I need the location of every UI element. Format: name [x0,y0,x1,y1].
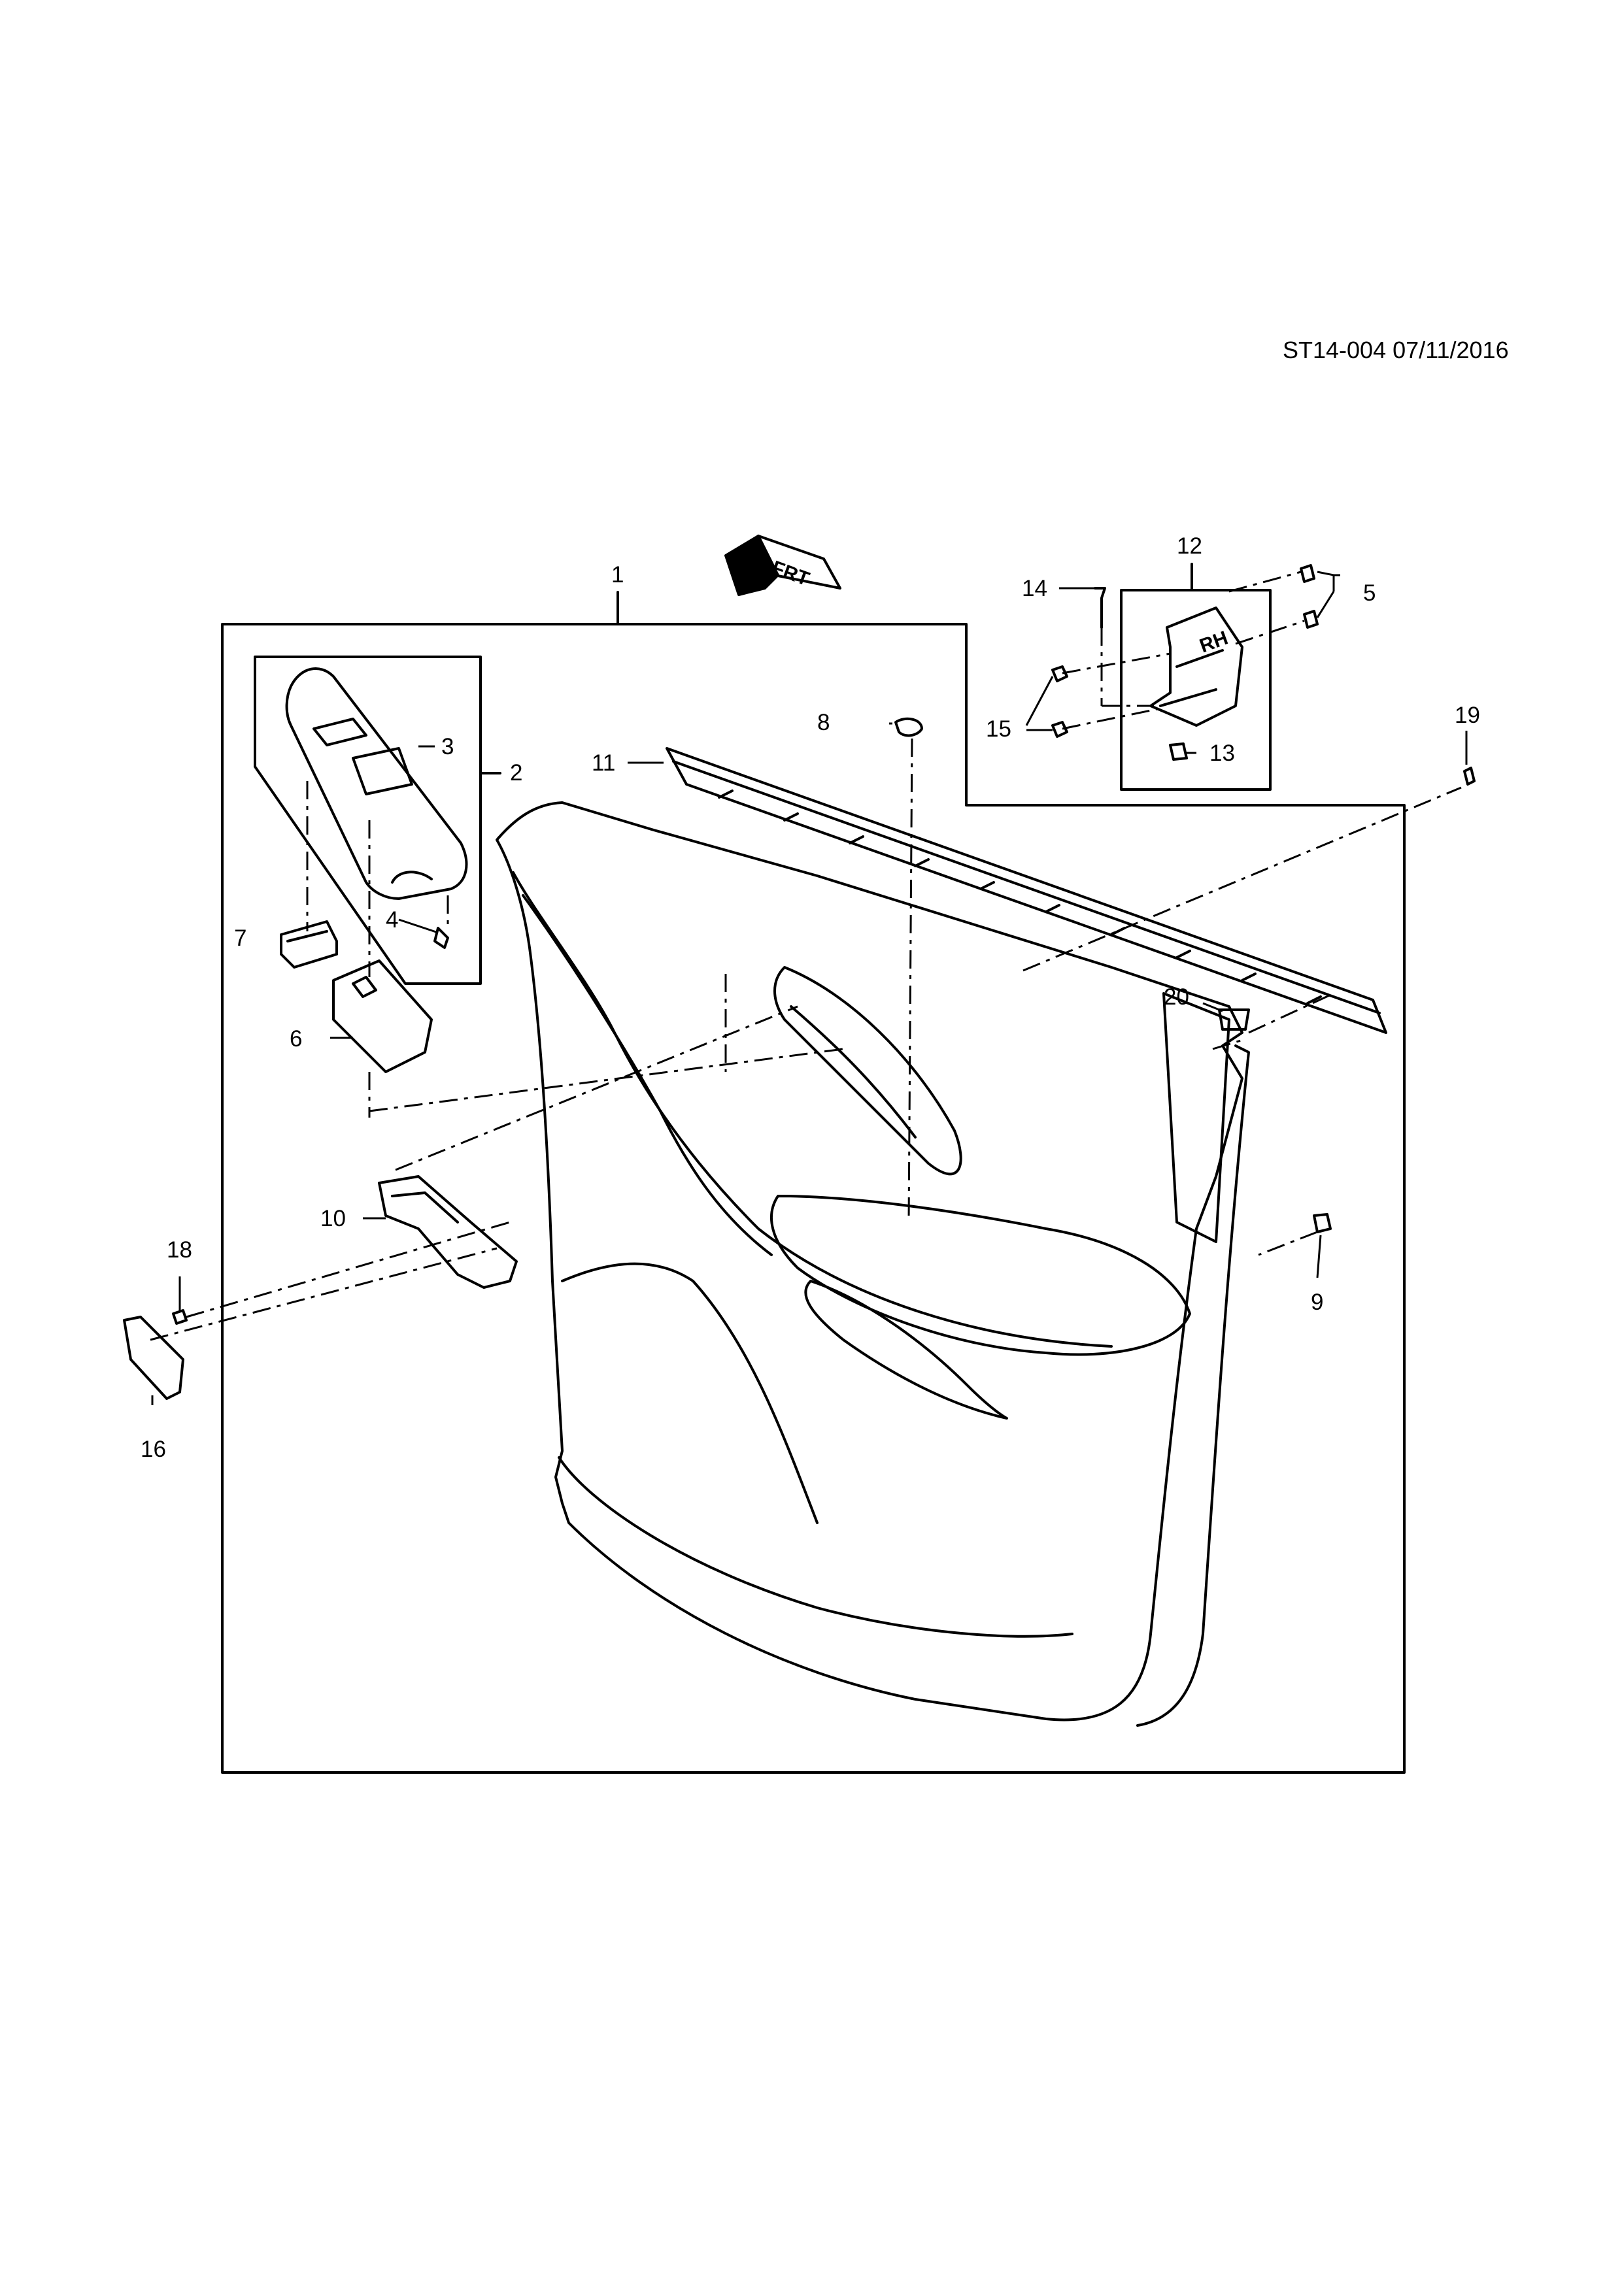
front-arrow-marker [724,535,841,596]
bracket-12 [1149,607,1243,727]
callout-10: 10 [320,1206,346,1231]
nut-15b [1051,721,1068,738]
upper-molding-11 [666,747,1387,1034]
callout-5: 5 [1363,580,1376,606]
fastener-5b [1303,610,1319,629]
callout-19: 19 [1455,703,1480,728]
callout-4: 4 [386,907,399,933]
callout-2: 2 [510,760,523,786]
callout-12: 12 [1177,533,1202,559]
fastener-19 [1463,767,1476,786]
callout-16: 16 [141,1437,166,1462]
screw-14 [1094,587,1106,629]
fastener-4 [433,927,449,949]
callout-7: 7 [234,925,247,951]
screw-18 [172,1309,188,1325]
subassembly-2-border [254,656,482,985]
fastener-13 [1169,742,1188,761]
handle-housing-10 [378,1175,518,1289]
fastener-9 [1313,1213,1332,1233]
callout-1: 1 [611,562,624,588]
switch-7 [280,920,338,969]
fastener-20 [1218,1008,1250,1031]
fastener-5a [1300,564,1315,583]
callout-9: 9 [1311,1289,1324,1315]
callout-14: 14 [1022,576,1047,601]
nut-15a [1051,665,1068,682]
module-6 [332,959,433,1073]
door-trim-panel [496,801,1250,1727]
bracket-box-12 [1120,589,1272,791]
switch-bezel-3 [285,667,468,900]
assembly-1-border [221,623,1406,1774]
callout-15: 15 [986,716,1011,742]
callout-8: 8 [817,710,830,735]
drawing-reference: ST14-004 07/11/2016 [1283,337,1509,363]
callout-3: 3 [441,734,454,759]
fastener-8 [894,717,923,737]
end-cap-16 [123,1316,184,1400]
callout-18: 18 [167,1237,192,1263]
callout-11: 11 [592,750,616,776]
callout-13: 13 [1209,740,1235,766]
callout-6: 6 [290,1026,303,1052]
callout-20: 20 [1164,984,1189,1010]
